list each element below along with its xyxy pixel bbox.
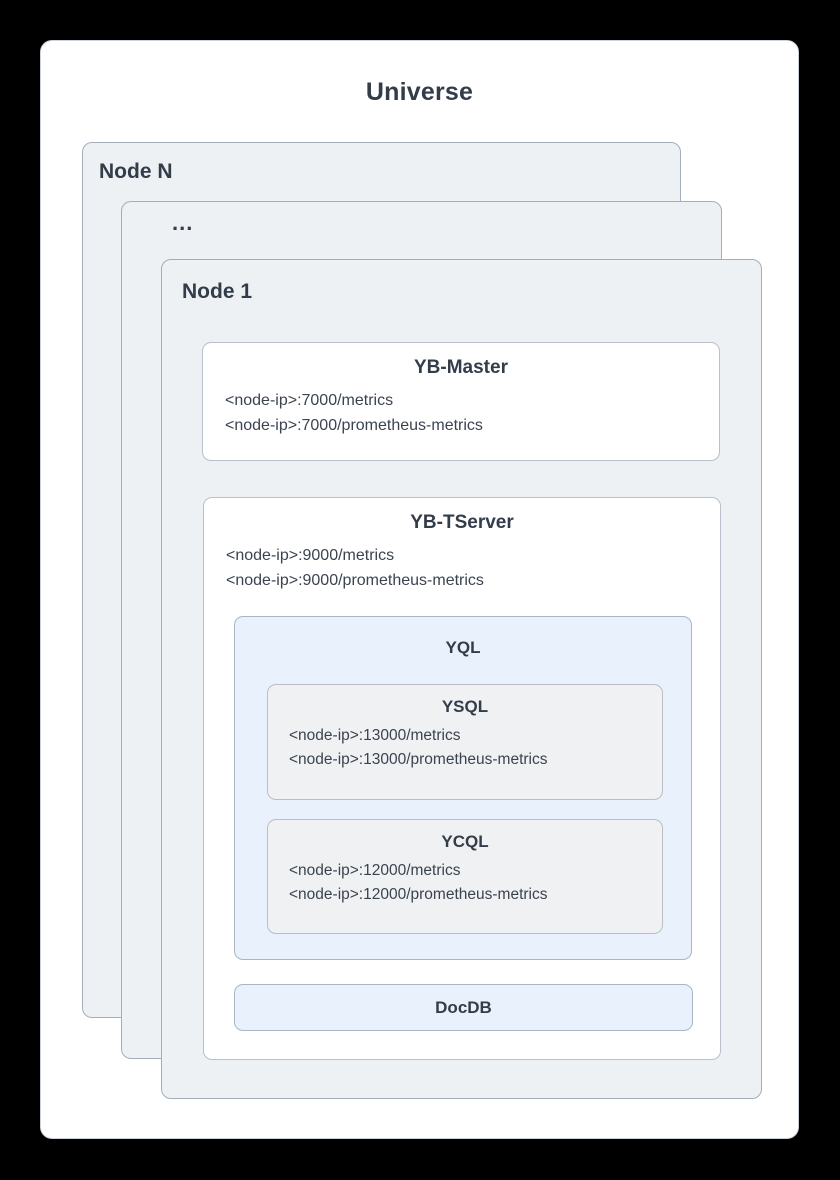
universe-card: Universe Node N ... Node 1 YB-Master <no… bbox=[40, 40, 799, 1139]
node-1-box: Node 1 YB-Master <node-ip>:7000/metrics … bbox=[161, 259, 762, 1099]
yql-title: YQL bbox=[445, 638, 481, 657]
ycql-metrics-endpoint: <node-ip>:12000/metrics bbox=[289, 862, 461, 879]
ycql-title: YCQL bbox=[441, 832, 489, 851]
ysql-prometheus-endpoint: <node-ip>:13000/prometheus-metrics bbox=[289, 751, 548, 768]
yb-master-box: YB-Master <node-ip>:7000/metrics <node-i… bbox=[202, 342, 720, 461]
yql-box: YQL YSQL <node-ip>:13000/metrics <node-i… bbox=[234, 616, 692, 960]
node-stack-ellipsis: ... bbox=[172, 210, 194, 235]
yb-tserver-metrics-endpoint: <node-ip>:9000/metrics bbox=[226, 547, 395, 564]
yb-tserver-prometheus-endpoint: <node-ip>:9000/prometheus-metrics bbox=[226, 572, 484, 589]
yb-tserver-box: YB-TServer <node-ip>:9000/metrics <node-… bbox=[203, 497, 721, 1060]
ycql-endpoints: <node-ip>:12000/metrics <node-ip>:12000/… bbox=[268, 859, 662, 907]
yb-master-prometheus-endpoint: <node-ip>:7000/prometheus-metrics bbox=[225, 417, 483, 434]
docdb-box: DocDB bbox=[234, 984, 693, 1031]
yb-tserver-endpoints: <node-ip>:9000/metrics <node-ip>:9000/pr… bbox=[204, 543, 720, 593]
universe-title: Universe bbox=[365, 78, 474, 106]
ycql-prometheus-endpoint: <node-ip>:12000/prometheus-metrics bbox=[289, 886, 548, 903]
node-n-label: Node N bbox=[99, 160, 173, 183]
ysql-metrics-endpoint: <node-ip>:13000/metrics bbox=[289, 727, 461, 744]
yb-master-metrics-endpoint: <node-ip>:7000/metrics bbox=[225, 392, 394, 409]
ysql-box: YSQL <node-ip>:13000/metrics <node-ip>:1… bbox=[267, 684, 663, 800]
yb-master-title: YB-Master bbox=[414, 357, 508, 378]
yb-master-endpoints: <node-ip>:7000/metrics <node-ip>:7000/pr… bbox=[203, 388, 719, 438]
yb-tserver-title: YB-TServer bbox=[410, 512, 514, 533]
node-1-label: Node 1 bbox=[182, 280, 253, 303]
ycql-box: YCQL <node-ip>:12000/metrics <node-ip>:1… bbox=[267, 819, 663, 934]
ysql-title: YSQL bbox=[441, 697, 489, 716]
ysql-endpoints: <node-ip>:13000/metrics <node-ip>:13000/… bbox=[268, 724, 662, 772]
